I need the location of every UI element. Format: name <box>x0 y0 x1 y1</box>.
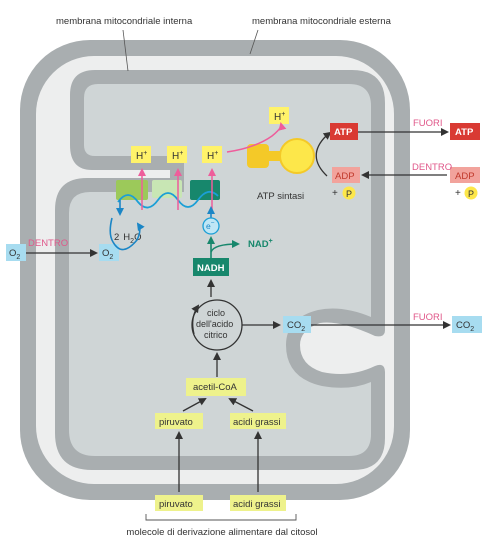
adp-outer-plus: + <box>455 188 461 199</box>
outer-membrane-label: membrana mitocondriale esterna <box>252 16 392 27</box>
pyruvate-box-inner <box>155 413 203 429</box>
etc-complex-3 <box>190 180 220 200</box>
co2-box-inner <box>283 316 311 333</box>
h-plus-box-1 <box>131 146 151 163</box>
electron-label: e− <box>206 220 215 231</box>
o2-box-inner <box>99 244 119 261</box>
phosphate-label-outer: P <box>468 189 474 199</box>
h-plus-label-3: H+ <box>207 150 218 162</box>
etc-complex-1 <box>116 180 148 200</box>
co2-out-label: FUORI <box>413 312 443 323</box>
atp-out-label: FUORI <box>413 118 443 129</box>
bottom-caption: molecole di derivazione alimentare dal c… <box>126 527 317 538</box>
fattyacid-inner-label: acidi grassi <box>233 417 281 428</box>
atp-formation-arrow <box>315 131 332 177</box>
inner-membrane-label: membrana mitocondriale interna <box>56 16 193 27</box>
atp-box-inner <box>330 123 358 140</box>
nadh-label: NADH <box>197 263 225 274</box>
water-formation-arrow <box>109 217 145 251</box>
cycle-label-1: ciclo <box>207 308 225 318</box>
fattyacid-outer-label: acidi grassi <box>233 499 281 510</box>
fattyacid-box-outer <box>230 495 286 511</box>
atp-synthase-label: ATP sintasi <box>257 191 304 202</box>
co2-outer-label: CO2 <box>456 320 474 333</box>
atp-inner-label: ATP <box>334 127 353 138</box>
adp-box-inner <box>332 167 360 183</box>
pyruvate-to-acetyl-arrow <box>182 398 207 412</box>
h-plus-label-2: H+ <box>172 150 183 162</box>
pyruvate-inner-label: piruvato <box>159 417 193 428</box>
atp-synthase-base <box>247 144 269 168</box>
acetyl-coa-label: acetil-CoA <box>193 382 237 393</box>
atp-synthase-head <box>279 138 315 174</box>
o2-in-label: DENTRO <box>28 238 68 249</box>
cycle-direction-arrow <box>191 304 200 335</box>
h-plus-label-1: H+ <box>136 150 147 162</box>
acetyl-coa-box <box>186 378 246 396</box>
h-plus-label-4: H+ <box>274 111 285 123</box>
cycle-label-3: citrico <box>204 330 228 340</box>
adp-outer-label: ADP <box>455 171 475 182</box>
proton-flow-arrow <box>226 122 287 153</box>
o2-inner-label: O2 <box>102 248 113 261</box>
atp-box-outer <box>450 123 480 140</box>
co2-inner-label: CO2 <box>287 320 305 333</box>
leader-inner <box>122 29 129 72</box>
adp-inner-plus: + <box>332 188 338 199</box>
etc-complex-2 <box>152 180 182 198</box>
nad-label: NAD+ <box>248 238 273 250</box>
fattyacid-box-inner <box>230 413 286 429</box>
electron-path <box>117 190 219 209</box>
adp-box-outer <box>450 167 480 183</box>
atp-synthase-stalk <box>268 151 282 161</box>
nad-release-arrow <box>210 240 240 253</box>
atp-outer-label: ATP <box>455 127 474 138</box>
h-plus-box-2 <box>167 146 187 163</box>
pyruvate-box-outer <box>155 495 203 511</box>
adp-in-label: DENTRO <box>412 162 452 173</box>
leader-outer <box>249 29 259 55</box>
h-plus-box-4 <box>269 107 289 124</box>
phosphate-label-inner: P <box>346 189 352 199</box>
o2-outer-label: O2 <box>9 248 20 261</box>
nadh-box <box>193 258 229 276</box>
phosphate-circle-inner <box>342 186 356 200</box>
caption-bracket <box>145 514 297 521</box>
fattyacid-to-acetyl-arrow <box>228 398 254 412</box>
co2-box-outer <box>452 316 482 333</box>
electron-circle <box>202 217 220 235</box>
phosphate-circle-outer <box>464 186 478 200</box>
cycle-label-2: dell'acido <box>196 319 233 329</box>
o2-box-outer <box>6 244 26 261</box>
adp-inner-label: ADP <box>335 171 355 182</box>
h-plus-box-3 <box>202 146 222 163</box>
pyruvate-outer-label: piruvato <box>159 499 193 510</box>
